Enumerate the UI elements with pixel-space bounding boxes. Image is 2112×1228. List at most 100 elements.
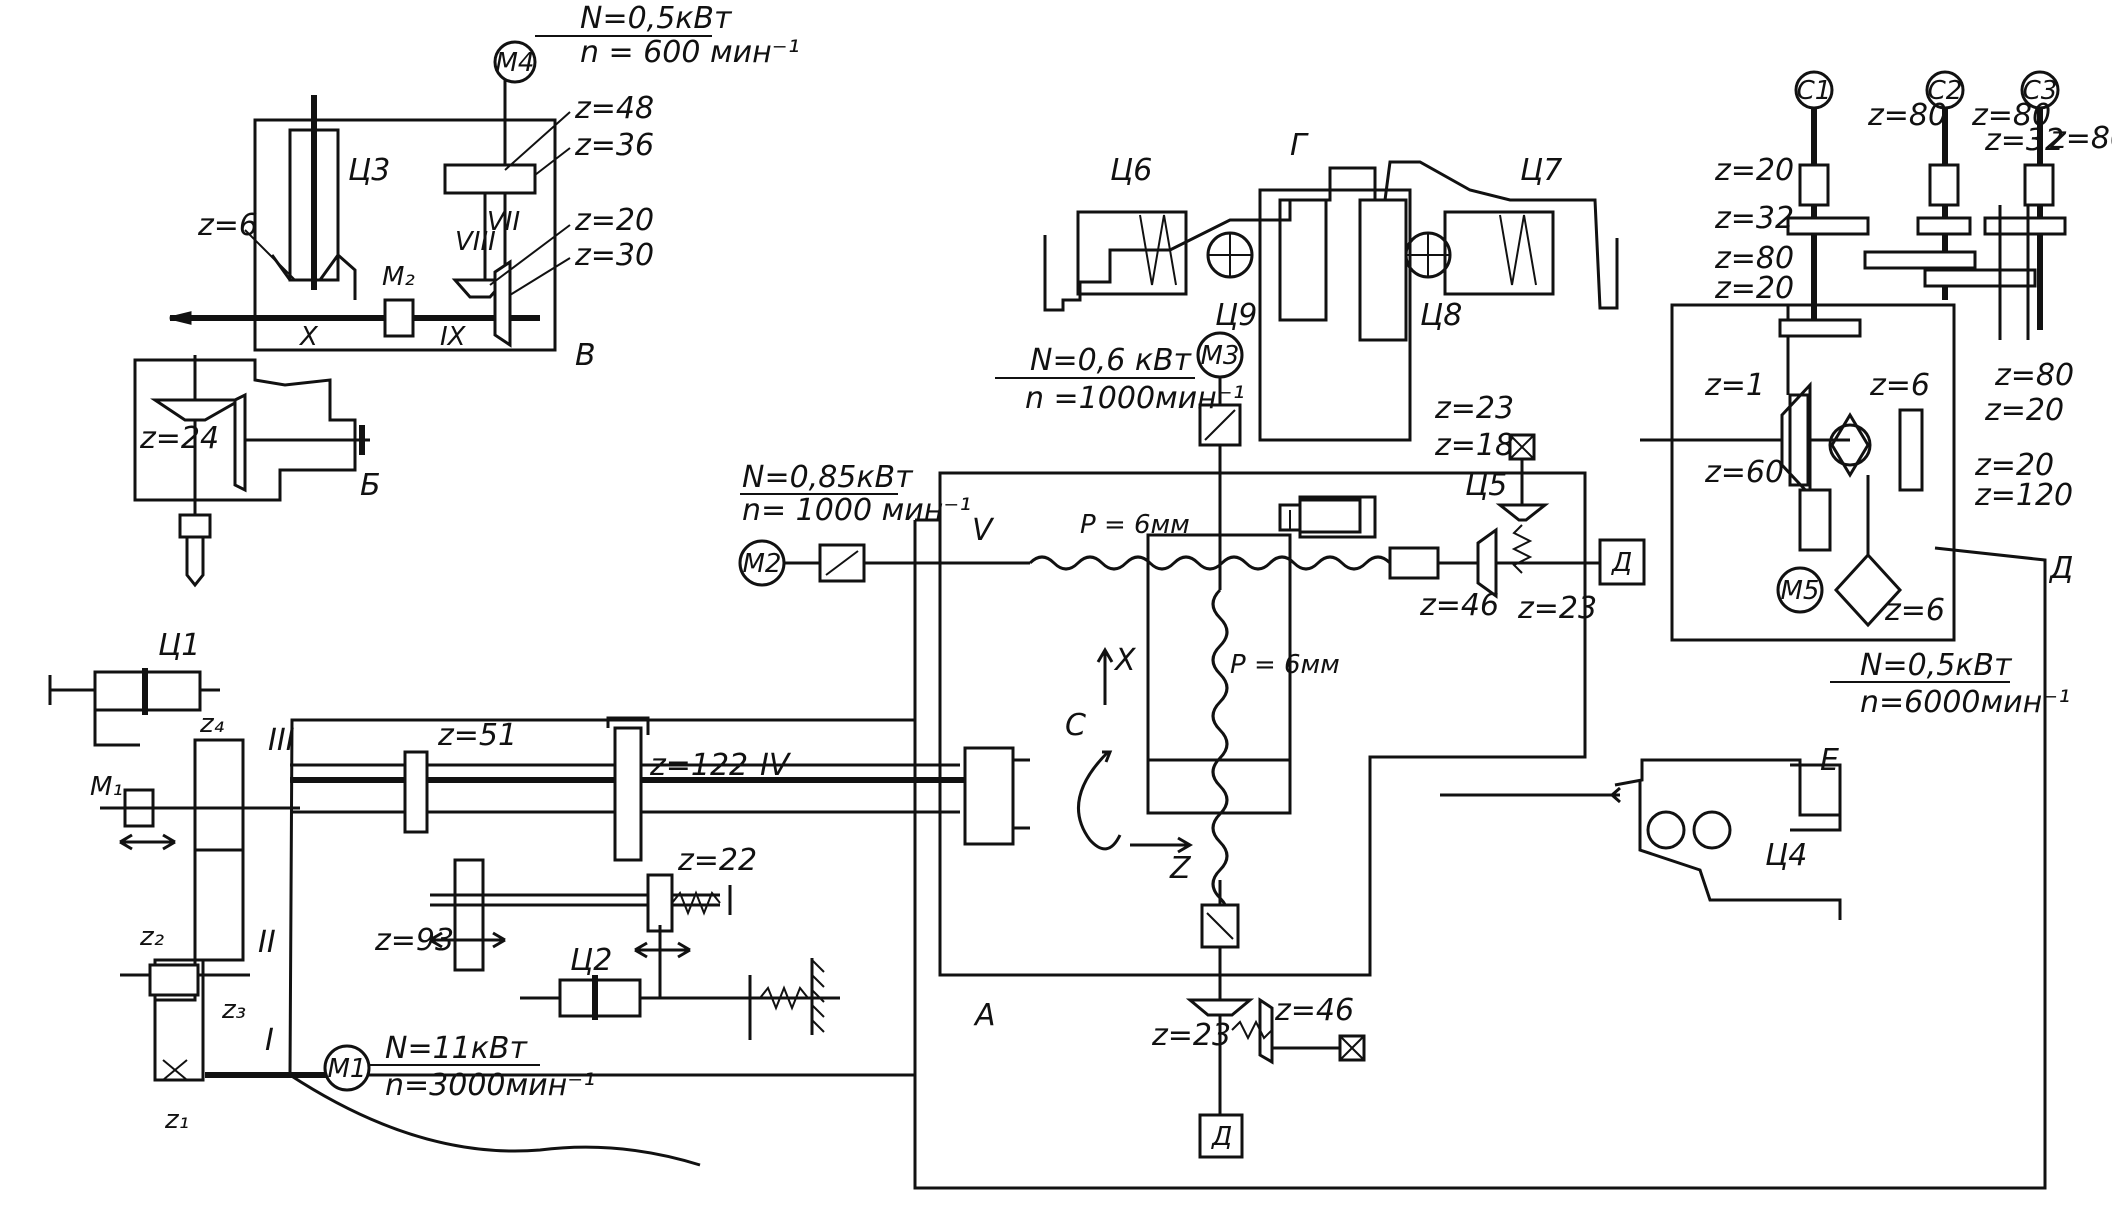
motor-M4-power: N=0,5кВт [580,1,733,36]
encoder-D-bottom-label: Д [1211,1122,1232,1152]
gear-z2 [148,963,200,997]
gear-label-z122: z=122 [649,748,748,783]
motor-M3-label: M3 [1201,341,1240,371]
coupling-M2-label: M₂ [382,262,415,292]
cylinder-C6 [1076,210,1188,296]
cylinder-C4-label: Ц4 [1765,838,1807,873]
motor-M5 [1776,566,1824,614]
multispindle-head [1640,70,2067,642]
coupling-M2 [383,298,415,338]
spindle-assembly [48,668,1030,1082]
axis-Z-label: Z [1169,851,1192,886]
gear-label-z20: z=20 [574,203,654,238]
motor-M4-label: M4 [496,48,535,78]
gear-z51 [403,750,429,834]
turret-G [1043,160,1619,442]
gear-label-r-z1: z=1 [1704,368,1765,403]
pitch-labels: P = 6мм P = 6мм [1080,510,1340,680]
motor-M1-label: M1 [328,1054,367,1084]
motor-M2-power: N=0,85кВт [742,460,914,495]
gear-label-z6: z=6 [197,208,258,243]
unit-labels: А Б В Г Д Д Д E M₁ M₂ [90,128,2073,1152]
gear-label-z36: z=36 [574,128,654,163]
gear-label-r-z80e: z=80 [1994,358,2074,393]
pitch-vertical: P = 6мм [1230,650,1340,680]
unit-G-label: Г [1290,128,1309,163]
gear-label-r-z60: z=60 [1704,455,1784,490]
gear-label-z1: z₁ [164,1105,189,1135]
gear-label-z46b: z=46 [1274,993,1354,1028]
cylinder-C1-label: Ц1 [158,628,200,663]
gear-label-z23b: z=23 [1517,591,1597,626]
motor-M4-speed: n = 600 мин⁻¹ [580,35,800,70]
gear-z22 [646,873,674,933]
gear-label-r-z6a: z=6 [1869,368,1930,403]
gear-label-z4: z₄ [199,709,225,739]
cylinder-C8-label: Ц8 [1420,298,1462,333]
spindle-C2-label: C2 [1928,76,1963,106]
cylinder-labels: Ц1 Ц2 Ц3 Ц4 Ц5 Ц6 Ц7 Ц8 Ц9 [158,153,1807,978]
gear-label-r-z80d: z=80 [2049,121,2112,156]
cylinder-C2-label: Ц2 [570,943,612,978]
shaft-V-label: V [972,513,995,548]
cylinder-C5-label: Ц5 [1465,468,1507,503]
cylinder-C7-label: Ц7 [1520,153,1562,188]
gear-z4 [193,738,245,852]
shaft-III-label: III [268,723,295,758]
shaft-labels: I II III IV V VII VIII IX X [258,207,995,1058]
motor-M4 [493,40,537,84]
frame-bed [288,471,2047,1190]
gear-label-r-z80a: z=80 [1867,98,1947,133]
motor-M2 [738,539,786,587]
turret-body [1258,188,1412,442]
cylinder-C3-label: Ц3 [348,153,390,188]
coupling-M1-label: M₁ [90,772,123,802]
cylinder-C7 [1443,210,1555,296]
gear-label-z18: z=18 [1434,428,1514,463]
gear-label-z2: z₂ [139,922,164,952]
cylinder-C2 [558,978,642,1018]
shaft-VII-label: VII [487,207,520,237]
gear-label-r-z32a: z=32 [1714,201,1794,236]
unit-D-label: Д [2048,551,2073,586]
gear-label-z46a: z=46 [1419,588,1499,623]
encoder-D-right-label: Д [1611,548,1632,578]
motor-M1 [323,1044,371,1092]
shaft-VIII-label: VIII [455,227,496,257]
encoder-D-right [1598,538,1646,586]
motor-labels: M1 N=11кВт n=3000мин⁻¹ M2 N=0,85кВт n= 1… [323,1,2070,1103]
spindle-C3-label: C3 [2023,76,2058,106]
motor-M2-label: M2 [743,549,782,579]
gear-label-r-z20e: z=20 [1984,393,2064,428]
unit-E-label: E [1820,743,1839,778]
gear-label-r-z80b: z=80 [1714,241,1794,276]
cylinder-C6-label: Ц6 [1110,153,1152,188]
motor-M5-speed: n=6000мин⁻¹ [1860,685,2070,720]
gear-label-r-z6b: z=6 [1884,593,1945,628]
tailstock-E [1440,758,1842,920]
motor-M5-label: M5 [1781,576,1820,606]
axis-C-label: C [1065,708,1086,743]
gear-label-r-z32b: z=32 [1984,123,2064,158]
axis-X-label: X [1113,643,1137,678]
gear-label-z30: z=30 [574,238,654,273]
chuck [963,746,1015,846]
gear-label-z51: z=51 [437,718,517,753]
drill-unit-Б [133,355,370,588]
motor-M3-power: N=0,6 кВт [1030,343,1193,378]
motion-axes: X Z C [1065,643,1193,886]
gear-label-r-z20b: z=20 [1714,271,1794,306]
encoder-D-bottom [1198,1113,1244,1159]
gear-labels: z=48 z=36 z=20 z=30 z=6 z=24 z=51 z=122 … [139,91,2112,1135]
gear-z93 [453,858,485,972]
motor-M3-speed: n =1000мин⁻¹ [1025,381,1245,416]
gear-z122 [613,726,643,862]
motor-M2-speed: n= 1000 мин⁻¹ [742,493,971,528]
gear-label-z48: z=48 [574,91,654,126]
gear-label-z93: z=93 [374,923,454,958]
shaft-IX-label: IX [440,322,467,352]
unit-A-label: А [973,998,996,1033]
gear-label-z22: z=22 [677,843,757,878]
cylinder-C9-label: Ц9 [1215,298,1257,333]
unit-V-label: В [575,338,596,373]
